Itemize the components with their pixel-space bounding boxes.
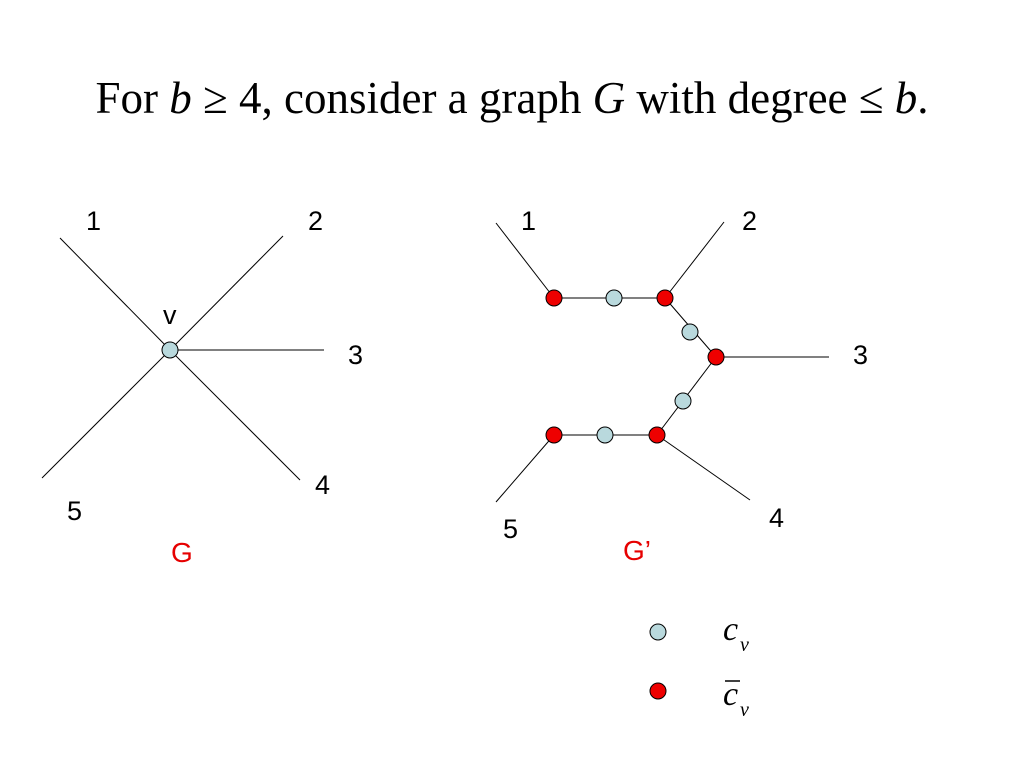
edge-label-g-3: 3 [348,340,363,370]
node-c-4 [596,426,614,444]
node-cbar-4 [648,426,666,444]
edge-label-gp-3: 3 [853,340,868,370]
title-text-2: ≥ 4, consider a graph [191,73,593,123]
edge-g-2 [169,235,284,351]
edge-g-4 [169,349,301,481]
edge-label-gp-5: 5 [503,514,518,544]
node-c-1 [605,289,623,307]
legend: c v c v [649,611,749,721]
node-cbar-5 [545,426,563,444]
edge-label-gp-2: 2 [742,206,757,236]
node-c-3 [674,392,692,410]
edge-label-gp-4: 4 [769,503,784,533]
edge-gp-1 [495,222,555,299]
legend-c-symbol: c [723,611,738,648]
edge-gp-4 [656,434,751,501]
graph-g [41,235,324,481]
node-c-2 [681,323,699,341]
title-text-1: For [95,73,170,123]
edge-label-g-1: 1 [86,206,101,236]
graph-g-prime-name: G’ [623,535,651,566]
title-var-b2: b [894,73,918,123]
title-text-4: . [917,73,929,123]
legend-cbar-symbol: c [723,676,738,713]
title-var-b: b [169,73,192,123]
legend-cbar-subscript: v [740,699,749,721]
node-cbar-2 [656,289,674,307]
graph-g-name: G [171,537,193,568]
node-cbar-1 [545,289,563,307]
title-var-g: G [592,73,626,123]
node-cbar-3 [707,348,725,366]
legend-c-subscript: v [740,634,749,656]
legend-c-node [649,623,667,641]
edge-label-g-2: 2 [308,206,323,236]
edge-gp-2 [664,221,725,299]
legend-cbar-node [649,682,667,700]
title-text-3: with degree ≤ [625,73,895,123]
edge-g-5 [41,349,171,479]
vertex-v-label: v [163,300,177,330]
graph-g-prime [495,221,829,503]
edge-label-g-5: 5 [67,496,82,526]
edge-label-g-4: 4 [315,470,330,500]
slide-title: For b ≥ 4, consider a graph G with degre… [0,68,1024,128]
edge-g-1 [59,237,171,351]
edge-label-gp-1: 1 [521,206,536,236]
vertex-v [161,341,179,359]
edge-gp-5 [495,434,555,503]
